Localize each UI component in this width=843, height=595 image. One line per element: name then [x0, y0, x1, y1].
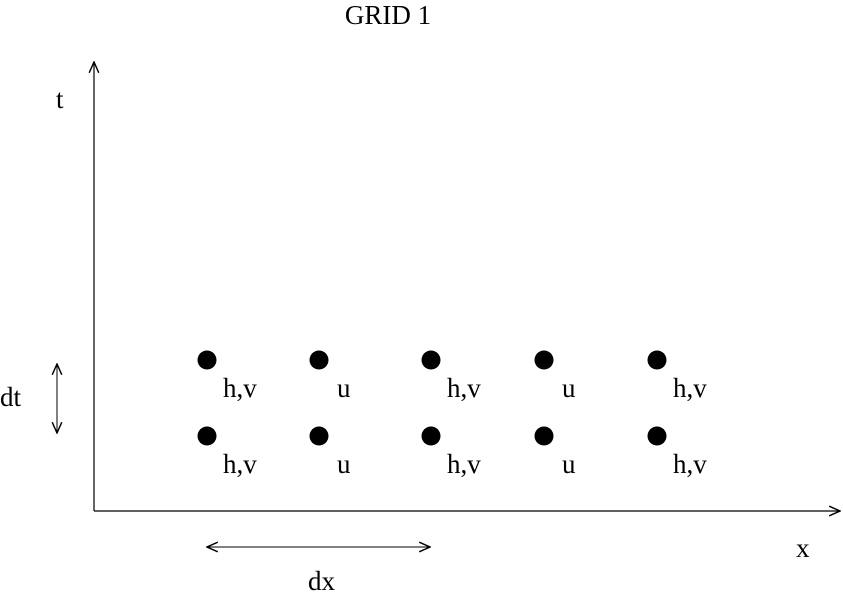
grid-point-label: u	[562, 449, 576, 479]
grid-point	[647, 426, 667, 446]
grid-point-label: h,v	[447, 449, 481, 479]
grid-point	[534, 426, 554, 446]
diagram-title: GRID 1	[345, 0, 431, 30]
grid-point	[309, 350, 329, 370]
grid-point	[197, 350, 217, 370]
dt-indicator: dt	[0, 364, 57, 433]
grid-point-label: h,v	[223, 373, 257, 403]
grid-points: h,v u h,v u h,v h,v u h,v u h,v	[197, 350, 707, 479]
dx-indicator: dx	[207, 547, 430, 595]
grid-point-label: u	[337, 373, 351, 403]
t-axis-label: t	[56, 84, 64, 114]
x-axis-label: x	[796, 533, 810, 563]
grid-point	[647, 350, 667, 370]
grid-point-label: u	[562, 373, 576, 403]
dx-label: dx	[308, 566, 336, 595]
grid-point	[197, 426, 217, 446]
grid-point-label: h,v	[673, 373, 707, 403]
grid-point	[534, 350, 554, 370]
grid-point	[421, 426, 441, 446]
axes: t x	[56, 62, 840, 563]
dt-label: dt	[0, 382, 22, 412]
grid-point	[421, 350, 441, 370]
grid-point-label: h,v	[223, 449, 257, 479]
grid-point-label: h,v	[447, 373, 481, 403]
grid-point-label: h,v	[673, 449, 707, 479]
grid-point	[309, 426, 329, 446]
grid-point-label: u	[337, 449, 351, 479]
